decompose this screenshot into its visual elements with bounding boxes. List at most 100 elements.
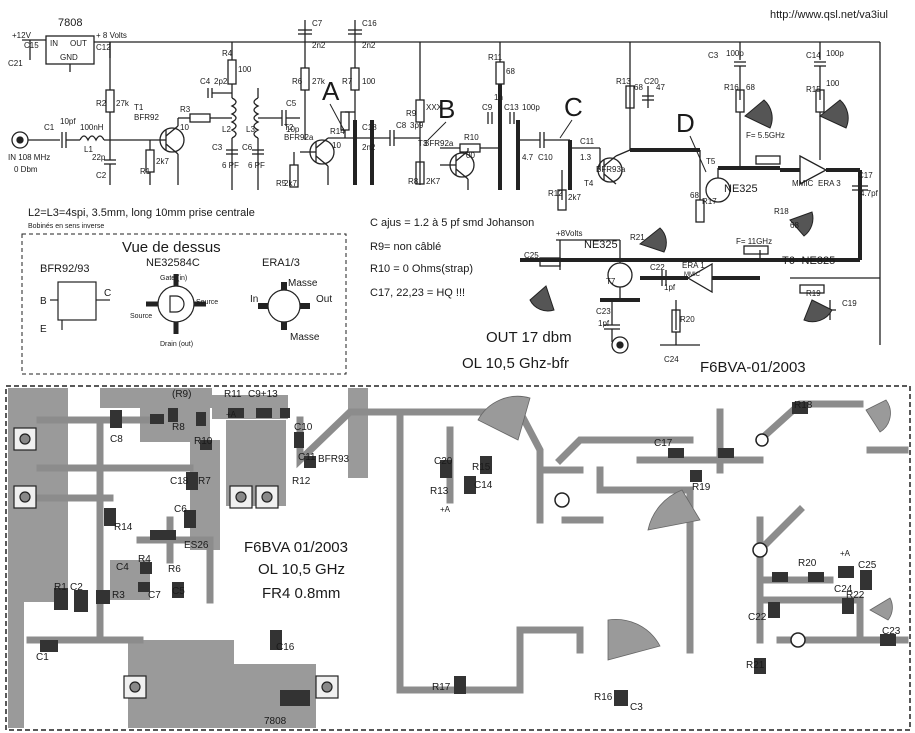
label-pf2: 6 PF bbox=[248, 161, 265, 170]
pcb-label-c1: C1 bbox=[36, 652, 49, 663]
label-r12v: 2k7 bbox=[568, 193, 581, 202]
era-package bbox=[267, 289, 301, 323]
regulator-name: 7808 bbox=[58, 17, 82, 29]
pcb-label-c2: C2 bbox=[70, 582, 83, 593]
topview-labels: Vue de dessus BFR92/93 B E C NE32584C Ga… bbox=[40, 239, 332, 348]
pcb-label-c913: C9+13 bbox=[248, 389, 278, 400]
label-c5: C5 bbox=[286, 99, 297, 108]
schematic-labels: 7808 IN OUT GND +12V + 8 Volts IN 108 MH… bbox=[8, 17, 879, 376]
label-f55: F= 5.5GHz bbox=[746, 131, 785, 140]
label-c5v: 10p bbox=[286, 125, 300, 134]
pcb-label-r20: R20 bbox=[798, 558, 817, 569]
pcb-label-r19: R19 bbox=[692, 482, 711, 493]
label-c1: C1 bbox=[44, 123, 55, 132]
pcb-label-c14: C14 bbox=[474, 480, 493, 491]
pcb-label-c16: C16 bbox=[276, 642, 295, 653]
supply-out: + 8 Volts bbox=[96, 31, 127, 40]
pcb-label-c8: C8 bbox=[110, 434, 123, 445]
note-3: R10 = 0 Ohms(strap) bbox=[370, 263, 473, 275]
label-era3: ERA 3 bbox=[818, 179, 841, 188]
label-c11v: 1.3 bbox=[580, 153, 592, 162]
label-r14: R14 bbox=[330, 127, 345, 136]
label-r7: R7 bbox=[342, 77, 353, 86]
label-t3: T3 bbox=[418, 139, 428, 148]
ne-title: NE32584C bbox=[146, 257, 200, 269]
topview-box bbox=[21, 233, 347, 375]
pcb-label-c25: C25 bbox=[858, 560, 877, 571]
label-c13v: 100p bbox=[522, 103, 540, 112]
label-ne325b: NE325 bbox=[584, 239, 618, 251]
label-r4v: 100 bbox=[238, 65, 252, 74]
label-r16: R16 bbox=[724, 83, 739, 92]
pcb-label-r21: R21 bbox=[746, 660, 765, 671]
pcb-label-r17: R17 bbox=[432, 682, 451, 693]
label-r11: R11 bbox=[488, 53, 503, 62]
label-r10v: 00 bbox=[466, 151, 475, 160]
label-p8v: +8Volts bbox=[556, 229, 582, 238]
regulator-out: OUT bbox=[70, 39, 87, 48]
label-r20: R20 bbox=[680, 315, 695, 324]
label-t3t: BFR92a bbox=[424, 139, 454, 148]
pcb-label-c17: C17 bbox=[654, 438, 673, 449]
pcb-info-3: FR4 0.8mm bbox=[262, 585, 340, 602]
label-c10: C10 bbox=[538, 153, 553, 162]
pcb-label-r4: R4 bbox=[138, 554, 151, 565]
label-r10: R10 bbox=[464, 133, 479, 142]
label-r9: R9 bbox=[406, 109, 417, 118]
label-pf1: 6 PF bbox=[222, 161, 239, 170]
label-c8: C8 bbox=[396, 121, 407, 130]
pcb-label-r3: R3 bbox=[112, 590, 125, 601]
pcb-label-c6: C6 bbox=[174, 504, 187, 515]
stage-letters: A B C D bbox=[322, 76, 695, 138]
label-r4: R4 bbox=[222, 49, 233, 58]
label-r5v: 2k7 bbox=[284, 179, 297, 188]
label-c14: C14 bbox=[806, 51, 821, 60]
pcb-label-c23: C23 bbox=[882, 626, 901, 637]
label-f11: F= 11GHz bbox=[736, 237, 772, 246]
label-c6: C6 bbox=[242, 143, 253, 152]
bfr-pin-e: E bbox=[40, 324, 47, 335]
pcb-info-1: F6BVA 01/2003 bbox=[244, 539, 348, 556]
label-c14v: 100p bbox=[826, 49, 844, 58]
label-c22v: 1pf bbox=[664, 283, 676, 292]
label-r14v: 10 bbox=[332, 141, 341, 150]
label-c17v: 4.7pf bbox=[860, 189, 879, 198]
label-r15v: 100 bbox=[826, 79, 840, 88]
label-c23v: 1pf bbox=[598, 319, 610, 328]
pcb-label-c10: C10 bbox=[294, 422, 313, 433]
label-r3: R3 bbox=[180, 105, 191, 114]
label-r2v: 27k bbox=[116, 99, 130, 108]
output-level: OUT 17 dbm bbox=[486, 329, 572, 346]
label-c9v: 1n bbox=[494, 93, 503, 102]
pcb-info: F6BVA 01/2003 OL 10,5 GHz FR4 0.8mm bbox=[244, 539, 348, 602]
label-r11v: 68 bbox=[506, 67, 515, 76]
pcb-label-c11: C11 bbox=[298, 452, 316, 463]
label-r2: R2 bbox=[96, 99, 107, 108]
pcb-labels: (R9) R11 C9+13 +A C8 R8 R10 C10 C11 R12 … bbox=[36, 389, 901, 727]
era-masse-top: Masse bbox=[288, 278, 318, 289]
label-mmic1: MMIC bbox=[792, 179, 814, 188]
stage-letter-c: C bbox=[564, 92, 583, 122]
label-r18v: 68 bbox=[790, 221, 799, 230]
coil-note: L2=L3=4spi, 3.5mm, long 10mm prise centr… bbox=[28, 207, 255, 219]
label-r17: R17 bbox=[702, 197, 717, 206]
ne-package bbox=[157, 285, 195, 323]
label-c1v: 10pf bbox=[60, 117, 76, 126]
pcb-label-c3: C3 bbox=[630, 702, 643, 713]
pcb-label-r1: R1 bbox=[54, 582, 67, 593]
stage-letter-d: D bbox=[676, 108, 695, 138]
pcb-label-r18: R18 bbox=[794, 400, 813, 411]
label-r1: R1 bbox=[140, 167, 151, 176]
label-r15: R15 bbox=[806, 85, 821, 94]
label-c11: C11 bbox=[580, 137, 595, 146]
label-r12: R12 bbox=[548, 189, 563, 198]
era-masse-bottom: Masse bbox=[290, 332, 320, 343]
radial-stubs bbox=[529, 99, 849, 323]
label-mmic2: MMIC bbox=[684, 272, 701, 278]
source-url[interactable]: http://www.qsl.net/va3iul bbox=[770, 9, 888, 21]
pcb-label-c20: C20 bbox=[434, 456, 453, 467]
ne-source-left: Source bbox=[130, 313, 152, 320]
pcb-label-bfr93: BFR93 bbox=[318, 454, 350, 465]
stage-letter-b: B bbox=[438, 94, 455, 124]
note-1: C ajus = 1.2 à 5 pf smd Johanson bbox=[370, 217, 534, 229]
